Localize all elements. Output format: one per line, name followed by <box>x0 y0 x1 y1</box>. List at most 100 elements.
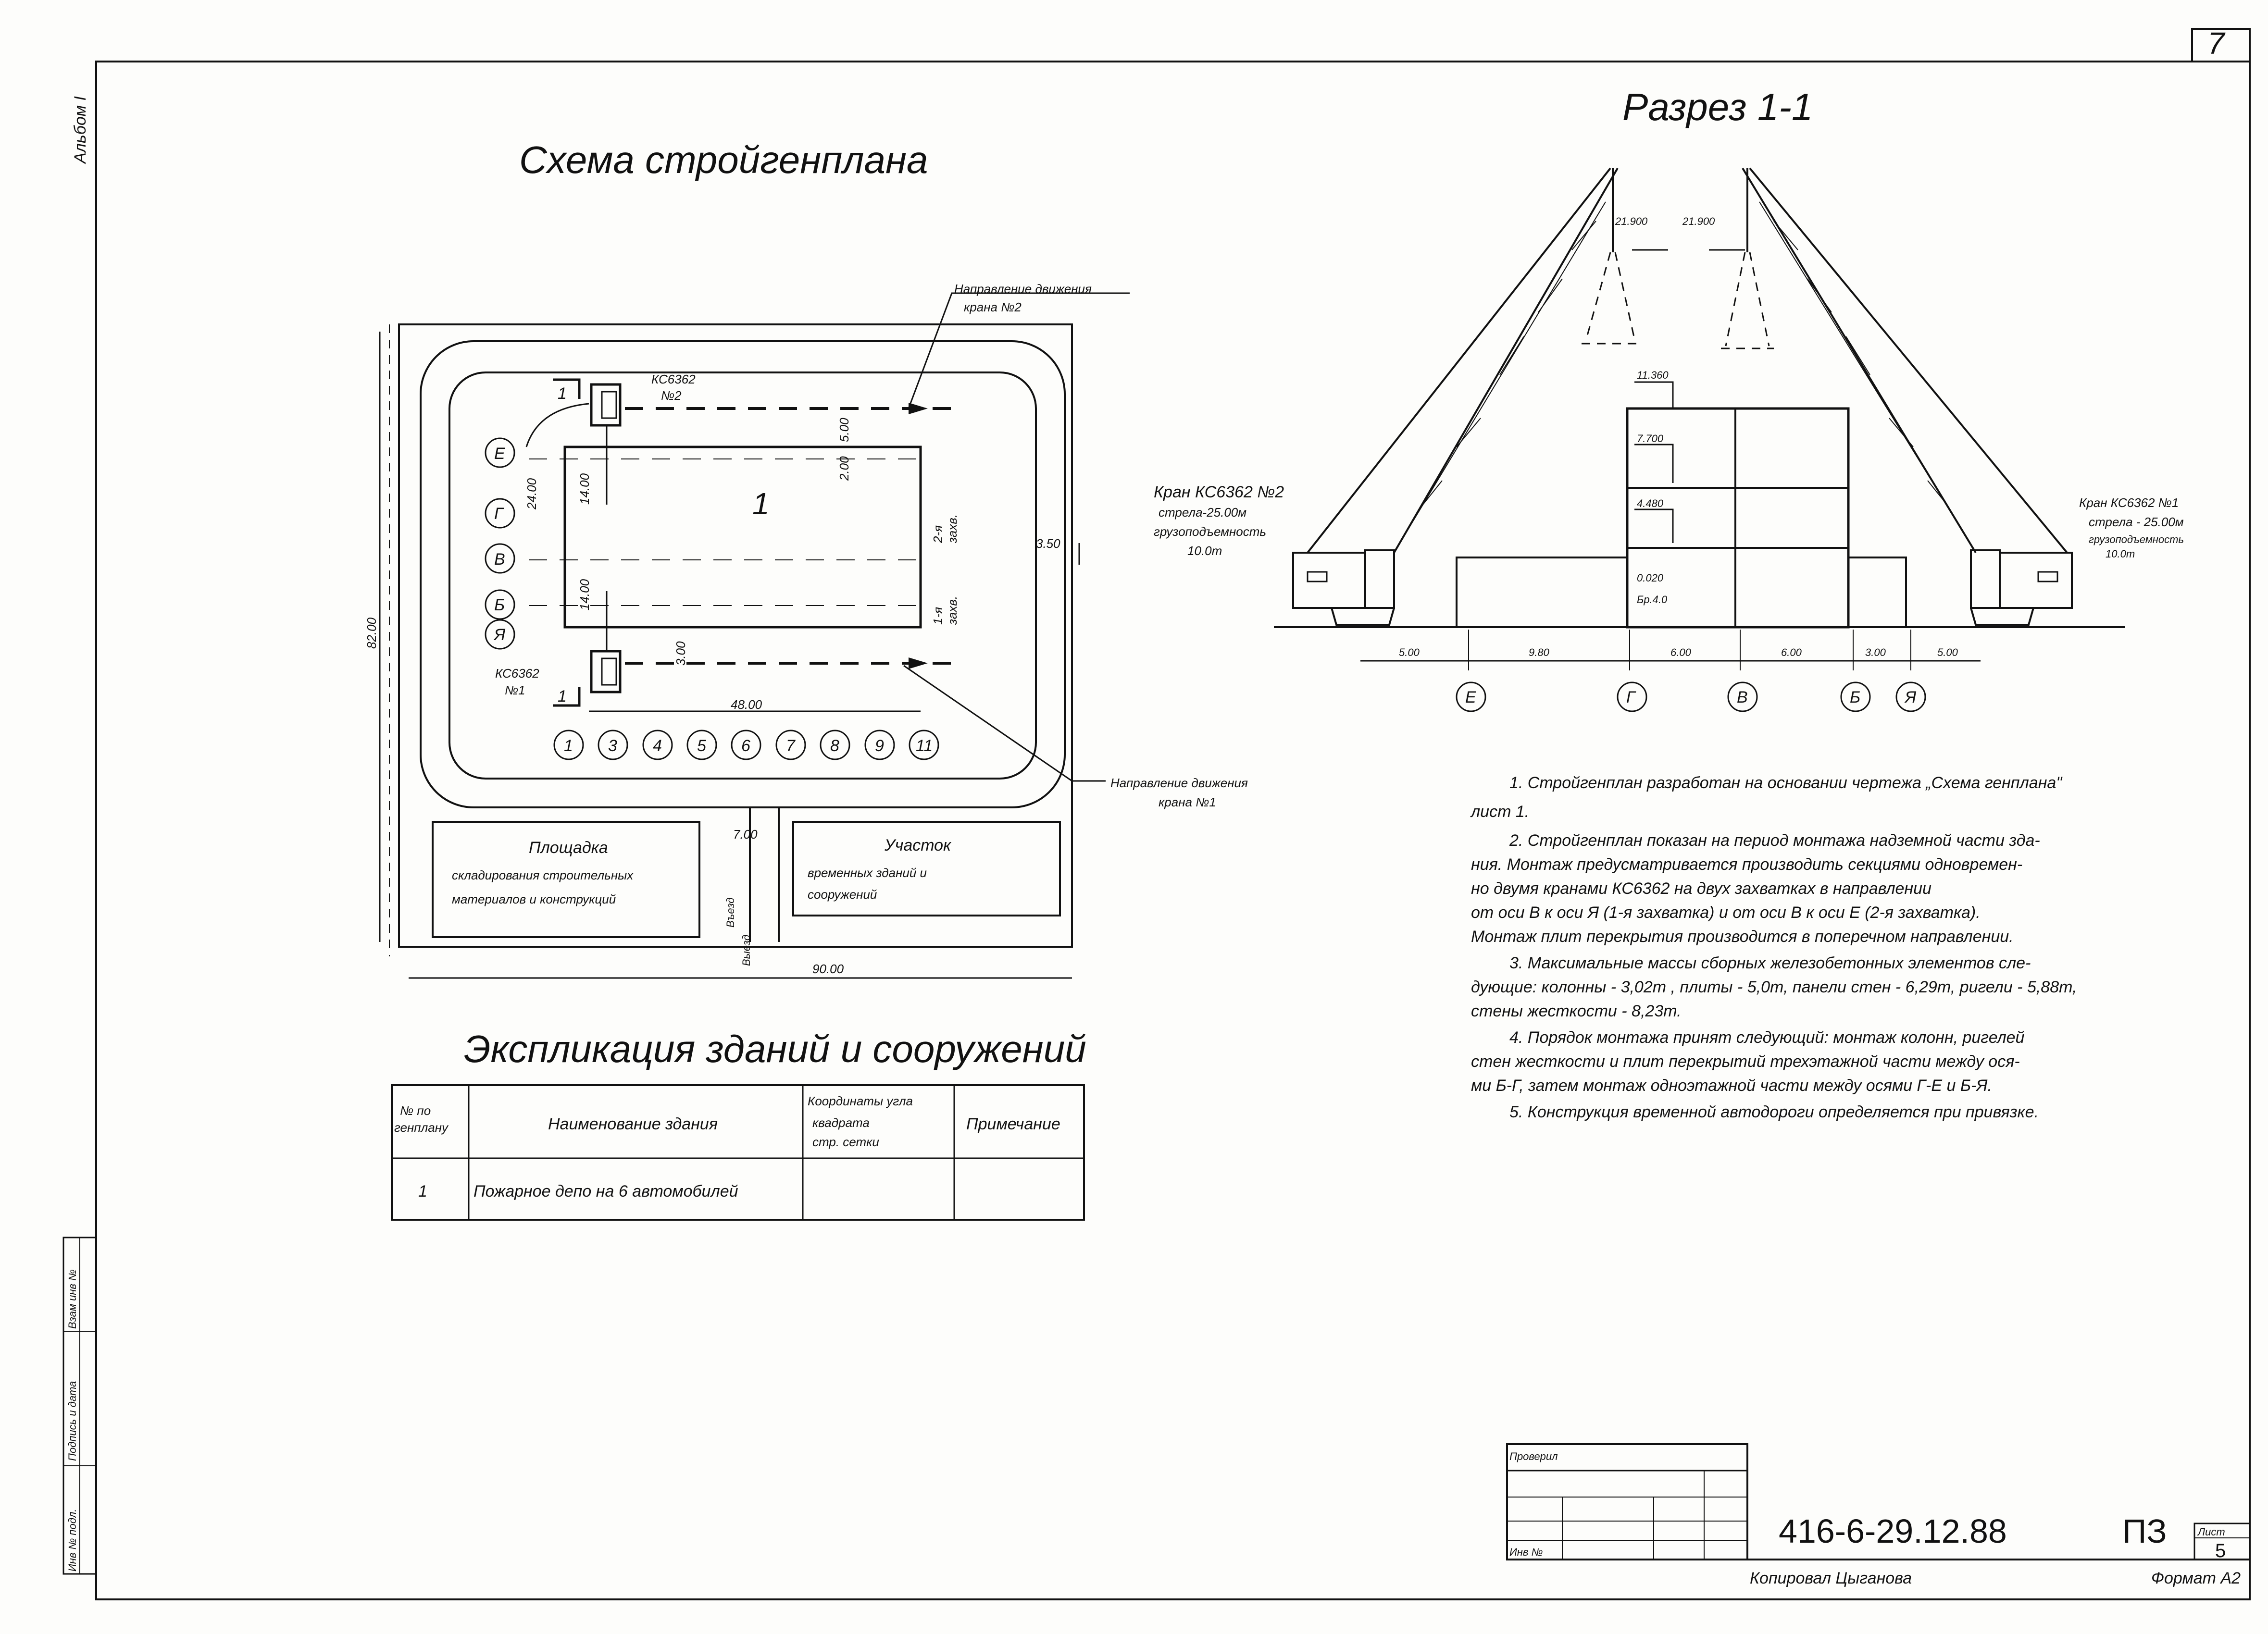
crane-right-name: Кран КС6362 №1 <box>2079 495 2179 510</box>
sheet-label: Лист <box>2197 1526 2225 1538</box>
section-mark-bottom: 1 <box>558 687 567 706</box>
direction-crane1-line1: Направление движения <box>1110 776 1248 790</box>
section-labels: Кран КС6362 №2 стрела-25.00м грузоподъем… <box>1154 215 2184 658</box>
dim-3: 3.00 <box>673 641 688 666</box>
storage-title: Площадка <box>529 839 608 857</box>
building-number: 1 <box>752 486 770 521</box>
col-head-coord-3: стр. сетки <box>812 1135 879 1149</box>
col-axis-4: 4 <box>653 737 662 755</box>
stamp-replace: Взам инв № <box>66 1269 78 1329</box>
col-axis-5: 5 <box>697 737 706 755</box>
plan-col-axes: 1 3 4 5 6 7 8 9 11 <box>553 730 939 760</box>
note-line-3: 2. Стройгенплан показан на период монтаж… <box>1509 831 2040 850</box>
sec-axis-ya: Я <box>1904 688 1917 706</box>
mark-4480: 4.480 <box>1637 497 1664 509</box>
col-axis-8: 8 <box>830 737 839 755</box>
side-stamp: Инв № подл. Подпись и дата Взам инв № <box>62 1237 97 1575</box>
dim-2: 2.00 <box>837 456 851 481</box>
plan-row-axes: Е Г В Б Я <box>485 437 515 650</box>
site-title: Участок <box>884 836 952 854</box>
title-block: Проверил Инв № 416-6-29.12.88 ПЗ Лист 5 … <box>1506 1443 2251 1587</box>
section-drawing <box>1274 167 2125 670</box>
zone1-line2: захв. <box>945 596 960 625</box>
dim-5: 5.00 <box>837 418 851 442</box>
section-axes: Е Г В Б Я <box>1456 681 1926 712</box>
section-title: Разрез 1-1 <box>1622 86 1813 128</box>
row-axis-v: В <box>494 550 505 569</box>
crane-right-capacity-value: 10.0т <box>2106 548 2135 560</box>
crane-right-boom: стрела - 25.00м <box>2089 515 2184 529</box>
row-axis-g: Г <box>494 505 504 523</box>
dim-3-5: 3.50 <box>1036 536 1060 551</box>
note-line-7: Монтаж плит перекрытия производится в по… <box>1471 928 2014 946</box>
col-head-coord-2: квадрата <box>812 1115 870 1130</box>
col-head-note: Примечание <box>966 1115 1060 1133</box>
col-head-no-1: № по <box>400 1103 431 1118</box>
sec-dim-5: 3.00 <box>1865 646 1886 658</box>
sec-axis-v: В <box>1737 688 1748 706</box>
crane1-label: КС6362 <box>495 666 539 681</box>
dim-14-top: 14.00 <box>577 473 592 505</box>
site-line3: сооружений <box>808 887 877 902</box>
row-1-name: Пожарное депо на 6 автомобилей <box>474 1182 738 1201</box>
mark-21900-left: 21.900 <box>1615 215 1648 227</box>
sheet-number: 7 <box>2207 26 2226 61</box>
plan-title: Схема стройгенплана <box>519 138 928 181</box>
plan-labels: Направление движения крана №2 Направлени… <box>364 282 1248 976</box>
crane2-label: КС6362 <box>651 372 696 386</box>
col-axis-1: 1 <box>564 737 573 755</box>
notes-block: 1. Стройгенплан разработан на основании … <box>1470 774 2077 1121</box>
note-line-5: но двумя кранами КС6362 на двух захватка… <box>1471 879 1932 898</box>
sec-dim-1: 5.00 <box>1399 646 1420 658</box>
sec-dim-3: 6.00 <box>1670 646 1692 658</box>
row-1-no: 1 <box>418 1182 427 1201</box>
sec-axis-b: Б <box>1850 688 1860 706</box>
col-axis-11: 11 <box>916 737 933 755</box>
designation: 416-6-29.12.88 <box>1779 1512 2007 1550</box>
row-axis-b: Б <box>494 596 505 614</box>
row-axis-ya: Я <box>493 626 506 644</box>
crane-right-capacity: грузоподъемность <box>2089 533 2184 545</box>
crane1-number: №1 <box>505 683 525 697</box>
site-line2: временных зданий и <box>808 866 927 880</box>
col-head-coord-1: Координаты угла <box>808 1094 913 1108</box>
album-label: Альбом I <box>71 96 89 164</box>
direction-crane2-line2: крана №2 <box>964 300 1022 314</box>
zone2-line1: 2-я <box>931 525 945 544</box>
sheet-no: 5 <box>2215 1540 2226 1561</box>
mark-br40: Бр.4.0 <box>1637 594 1668 606</box>
dim-14-bottom: 14.00 <box>577 579 592 610</box>
stamp-inv: Инв № подл. <box>66 1509 78 1572</box>
sec-axis-e: Е <box>1465 688 1476 706</box>
dim-7: 7.00 <box>733 827 758 842</box>
storage-line3: материалов и конструкций <box>452 892 616 906</box>
crane-left-capacity: грузоподъемность <box>1154 524 1266 539</box>
crane-left-capacity-value: 10.0т <box>1187 544 1222 558</box>
direction-crane2-line1: Направление движения <box>954 282 1092 296</box>
dim-90: 90.00 <box>812 962 844 976</box>
mark-21900-right: 21.900 <box>1682 215 1715 227</box>
col-head-name: Наименование здания <box>548 1115 718 1133</box>
inv-label: Инв № <box>1509 1546 1543 1558</box>
note-line-9: дующие: колонны - 3,02т , плиты - 5,0т, … <box>1471 978 2077 996</box>
explication-table: № по генплану Наименование здания Коорди… <box>391 1084 1085 1221</box>
note-line-11: 4. Порядок монтажа принят следующий: мон… <box>1509 1028 2025 1047</box>
note-line-13: ми Б-Г, затем монтаж одноэтажной части м… <box>1471 1077 1992 1095</box>
sec-dim-2: 9.80 <box>1529 646 1550 658</box>
note-line-4: ния. Монтаж предусматривается производит… <box>1471 855 2022 874</box>
entry-label: Въезд <box>724 898 736 928</box>
dim-82: 82.00 <box>364 617 379 649</box>
col-head-no-2: генплану <box>394 1120 449 1135</box>
section-code: ПЗ <box>2122 1512 2167 1550</box>
note-line-8: 3. Максимальные массы сборных железобето… <box>1509 954 2031 972</box>
checked-label: Проверил <box>1509 1450 1558 1462</box>
section-mark-top: 1 <box>558 384 567 403</box>
zone2-line2: захв. <box>945 514 960 544</box>
mark-7700: 7.700 <box>1637 433 1664 445</box>
explication-title: Экспликация зданий и сооружений <box>464 1027 1086 1070</box>
col-axis-9: 9 <box>875 737 884 755</box>
col-axis-6: 6 <box>741 737 750 755</box>
sec-axis-g: Г <box>1626 688 1636 706</box>
direction-crane1-line2: крана №1 <box>1159 795 1216 809</box>
